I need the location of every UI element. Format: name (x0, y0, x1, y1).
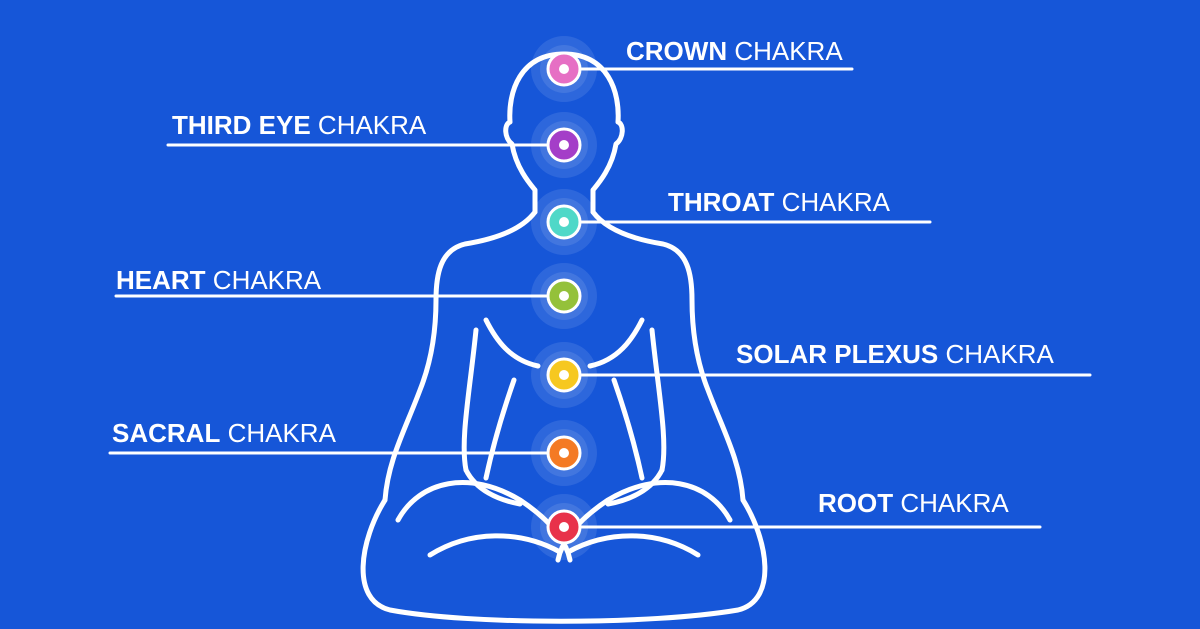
leader-lines (108, 67, 1092, 529)
label-crown-name: CROWN (626, 36, 727, 66)
torso-right-outline (590, 209, 746, 503)
chakra-markers (531, 36, 597, 560)
label-solar-plexus-suffix: CHAKRA (938, 339, 1054, 369)
torso-left-outline (382, 209, 538, 503)
label-heart-suffix: CHAKRA (206, 265, 322, 295)
chakra-marker-heart (531, 263, 597, 329)
label-throat-name: THROAT (668, 187, 775, 217)
chakra-marker-solar-plexus (531, 342, 597, 408)
head-outline-right (561, 51, 625, 215)
inner-arm-left (461, 327, 479, 473)
label-root: ROOT CHAKRA (818, 488, 1009, 518)
label-heart: HEART CHAKRA (116, 265, 322, 295)
label-crown: CROWN CHAKRA (626, 36, 843, 66)
waist-right (611, 377, 645, 481)
inner-leg-right (565, 533, 701, 558)
chest-line-left (483, 317, 541, 369)
label-root-name: ROOT (818, 488, 893, 518)
label-sacral: SACRAL CHAKRA (112, 418, 337, 448)
hand-right (605, 467, 665, 507)
label-solar-plexus: SOLAR PLEXUS CHAKRA (736, 339, 1054, 369)
legs-outer-outline (360, 497, 768, 624)
label-sacral-suffix: CHAKRA (220, 418, 336, 448)
label-heart-name: HEART (116, 265, 206, 295)
label-crown-suffix: CHAKRA (727, 36, 843, 66)
hand-left (463, 467, 523, 507)
label-third-eye: THIRD EYE CHAKRA (172, 110, 427, 140)
chakra-labels: CROWN CHAKRA THIRD EYE CHAKRA THROAT CHA… (112, 36, 1054, 518)
inner-leg-left (427, 533, 563, 558)
chakra-marker-third-eye (531, 112, 597, 178)
chakra-marker-root (531, 494, 597, 560)
chakra-marker-crown (531, 36, 597, 102)
chakra-marker-sacral (531, 420, 597, 486)
label-third-eye-name: THIRD EYE (172, 110, 311, 140)
label-root-suffix: CHAKRA (893, 488, 1009, 518)
head-outline (503, 51, 567, 215)
label-third-eye-suffix: CHAKRA (311, 110, 427, 140)
label-throat: THROAT CHAKRA (668, 187, 891, 217)
chest-line-right (587, 317, 645, 369)
label-sacral-name: SACRAL (112, 418, 220, 448)
chakra-marker-throat (531, 189, 597, 255)
label-throat-suffix: CHAKRA (774, 187, 890, 217)
inner-arm-right (649, 327, 667, 473)
label-solar-plexus-name: SOLAR PLEXUS (736, 339, 938, 369)
waist-left (483, 377, 517, 481)
